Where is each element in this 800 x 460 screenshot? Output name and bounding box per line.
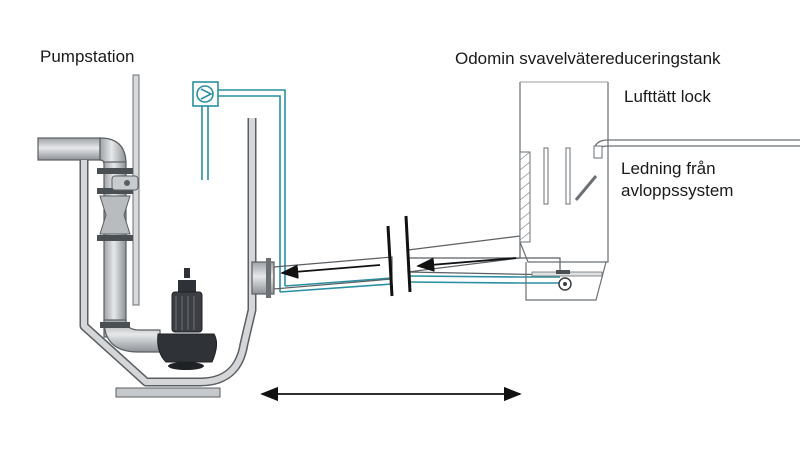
discharge-pipe-horizontal [37, 137, 101, 161]
flange-2 [97, 188, 133, 194]
tank-wall [519, 82, 609, 263]
pump-station [37, 74, 275, 398]
pressure-main [273, 215, 561, 297]
pipe-segment-right [407, 235, 521, 273]
odomin-tank [519, 81, 800, 301]
pipe-break-right [404, 215, 412, 293]
base-plate [115, 387, 221, 398]
well-wall-inner [81, 118, 255, 385]
tank-label: Odomin svavelvätereduceringstank [455, 49, 721, 68]
flow-arrow-icon [416, 257, 517, 272]
flange-1 [97, 168, 133, 174]
inlet-label-line2: avloppssystem [621, 181, 734, 200]
pump-symbol-circle [196, 85, 214, 103]
submersible-pump [157, 268, 218, 370]
pipe-break-left [386, 225, 394, 297]
discharge-pipe-bend [99, 137, 127, 165]
lid-label: Lufttätt lock [624, 87, 711, 106]
tank-bottom [525, 261, 607, 301]
inlet-pipe-bottom [599, 145, 800, 158]
pump-symbol-triangle [200, 88, 213, 100]
air-line [192, 81, 565, 293]
flow-arrow-icon [280, 264, 381, 279]
baffle [519, 151, 531, 243]
check-valve [99, 195, 131, 235]
inlet-label-line1: Ledning från [621, 159, 716, 178]
pump-station-label: Pumpstation [40, 47, 135, 66]
flange-3 [97, 235, 133, 241]
